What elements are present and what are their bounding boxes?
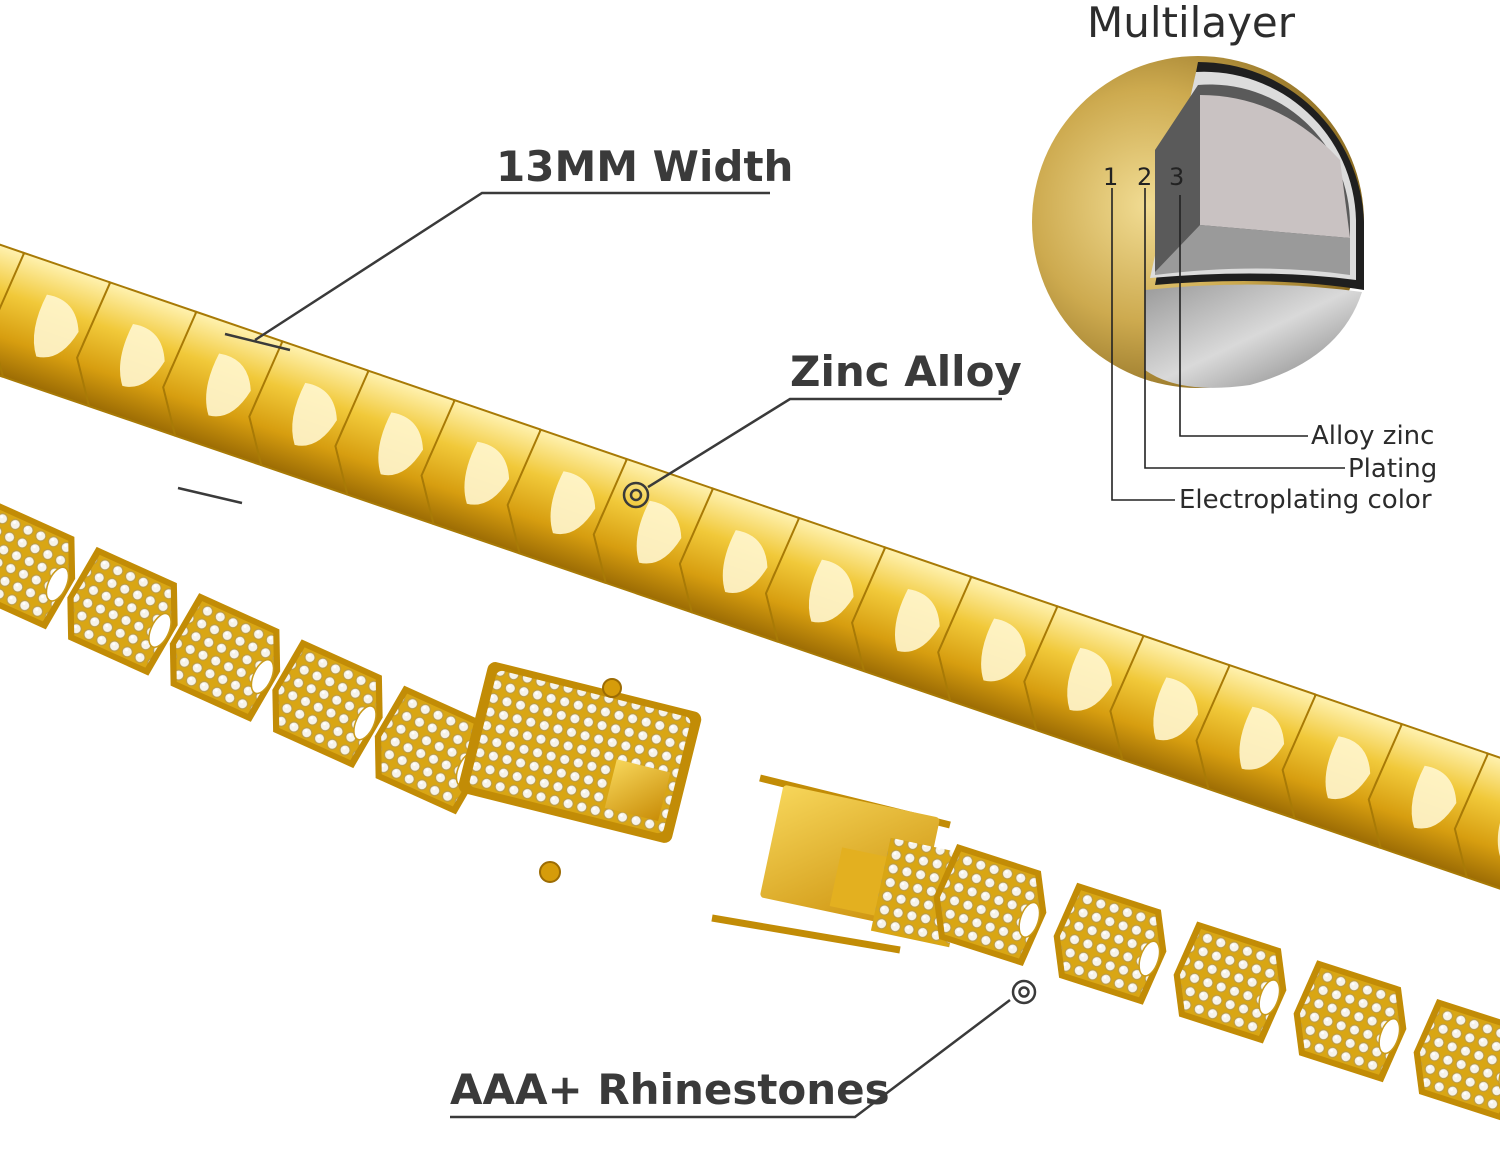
multilayer-sphere	[1032, 56, 1364, 501]
iced-chain-right	[933, 843, 1500, 1122]
layer-number-3: 3	[1169, 163, 1185, 191]
iced-link	[933, 843, 1047, 967]
iced-link	[67, 546, 178, 676]
layer-label-electroplating: Electroplating color	[1179, 485, 1432, 515]
iced-link	[374, 685, 486, 815]
iced-chain-left	[0, 500, 486, 815]
tongue-clasp	[711, 774, 969, 954]
gold-link	[1453, 752, 1500, 908]
callout-width-leader	[177, 191, 770, 505]
iced-box-clasp	[458, 662, 702, 883]
stones-callout: AAA+ Rhinestones	[450, 1065, 890, 1114]
diagram-title: Multilayer	[1087, 0, 1296, 47]
callout-stones-leader	[450, 979, 1037, 1119]
layer-number-2: 2	[1137, 163, 1153, 191]
layer-label-alloy-zinc: Alloy zinc	[1311, 421, 1435, 451]
iced-link	[1173, 921, 1287, 1044]
gold-cuban-chain	[0, 222, 1500, 908]
iced-link	[1293, 960, 1407, 1083]
iced-link	[0, 500, 76, 630]
layer-number-1: 1	[1103, 163, 1119, 191]
iced-link	[272, 639, 383, 769]
layer-label-plating: Plating	[1348, 454, 1438, 484]
width-callout: 13MM Width	[496, 142, 794, 191]
iced-link	[1053, 882, 1167, 1005]
iced-link	[1413, 998, 1500, 1122]
iced-link	[169, 593, 281, 722]
callout-material-leader	[622, 397, 1002, 509]
material-callout: Zinc Alloy	[790, 347, 1022, 396]
